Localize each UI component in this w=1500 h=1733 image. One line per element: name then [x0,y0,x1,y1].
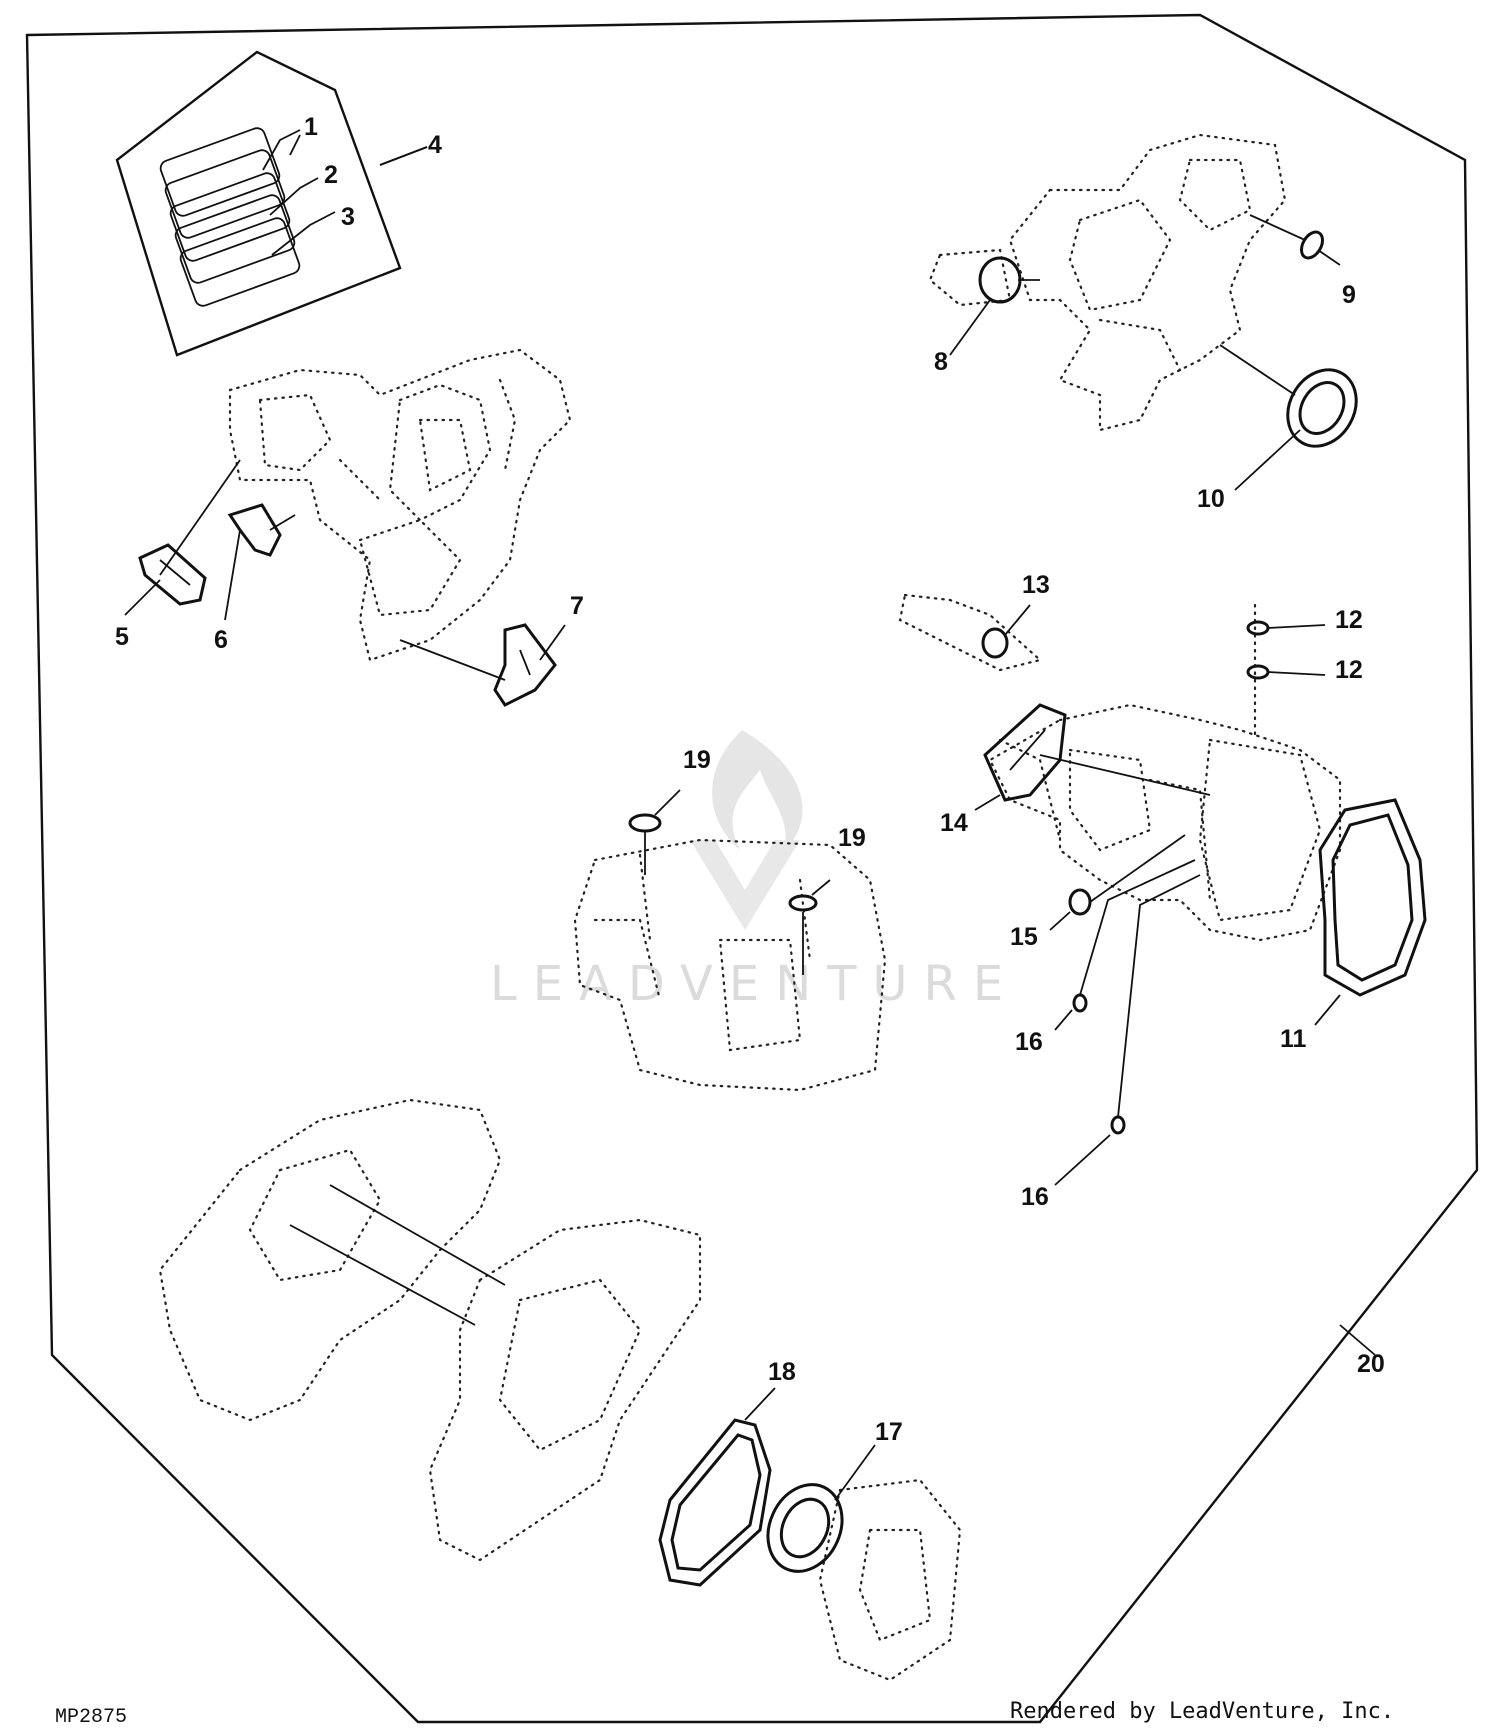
shaft-line-a [329,1184,506,1286]
kit-boundary [25,13,1479,1724]
figure-code: MP2875 [55,1706,127,1729]
gasket-7 [399,623,566,707]
cylinder-block-ghost [228,348,572,662]
watermark-text: LEADVENTURE [490,956,1019,1012]
boundary-leader-20 [1339,1324,1376,1356]
callout-19-left: 19 [683,746,711,774]
callout-19-right: 19 [838,824,866,852]
o-ring-16-upper [1054,859,1196,1031]
render-credit: Rendered by LeadVenture, Inc. [1010,1699,1394,1724]
callout-17: 17 [875,1418,903,1446]
o-ring-19-right [788,879,831,975]
callout-11: 11 [1280,1025,1307,1053]
callout-4: 4 [428,131,442,159]
seal-13 [981,604,1031,659]
callout-16-lower: 16 [1021,1183,1049,1211]
o-ring-16-lower [1054,874,1201,1186]
gasket-11 [1314,798,1427,1026]
o-ring-15 [1049,834,1186,931]
upper-housing-ghost [928,133,1287,432]
gasket-18 [658,1387,776,1587]
transaxle-ghost [898,593,1342,942]
v-logo-icon [690,840,800,930]
callout-12-lower: 12 [1335,656,1363,684]
gasket-14 [974,703,1211,811]
flame-logo-icon [712,730,803,850]
watermark: LEADVENTURE [490,730,1019,1012]
callout-2: 2 [324,161,338,189]
gasket-5 [124,459,241,616]
callout-6: 6 [214,626,228,654]
seal-17 [766,1444,876,1573]
callout-3: 3 [341,203,355,231]
callout-13: 13 [1022,571,1050,599]
callout-16-upper: 16 [1015,1028,1043,1056]
boundary-leader-4 [379,146,428,166]
center-block-ghost [573,838,887,1092]
callout-1: 1 [304,113,318,141]
callout-labels: 1 2 3 4 5 6 7 8 9 10 11 12 12 13 14 15 1… [115,113,1385,1446]
callout-20: 20 [1357,1350,1385,1378]
callout-7: 7 [570,592,584,620]
washers-12 [1246,620,1326,680]
crankcase-ghost [158,1098,962,1682]
seal-10 [1219,344,1358,491]
o-ring-9 [1249,214,1341,266]
shaft-line-b [289,1224,476,1326]
callout-12-upper: 12 [1335,606,1363,634]
callout-15: 15 [1010,923,1038,951]
callout-9: 9 [1342,281,1356,309]
o-ring-19-left [628,789,681,875]
o-ring-8 [949,256,1040,356]
callout-14: 14 [940,809,968,837]
callout-18: 18 [768,1358,796,1386]
callout-10: 10 [1197,485,1225,513]
callout-5: 5 [115,623,129,651]
gasket-set-box [115,50,428,357]
gasket-6 [224,503,296,621]
callout-8: 8 [934,348,948,376]
